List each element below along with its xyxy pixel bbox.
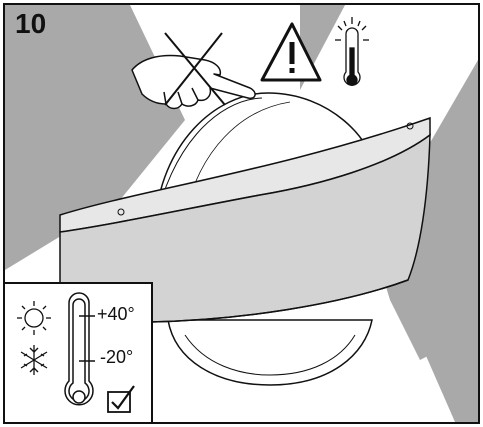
screw-left	[117, 208, 125, 216]
max-temperature-label: +40°	[97, 304, 135, 324]
thermometer-icon	[64, 292, 95, 406]
min-temperature-label: -20°	[100, 347, 134, 367]
snowflake-icon	[20, 345, 48, 375]
sun-icon	[17, 301, 51, 335]
lower-dome-rim	[184, 334, 356, 376]
step-number: 10	[15, 8, 47, 39]
hot-thermometer-icon	[335, 17, 369, 86]
checkbox-checked-icon	[107, 385, 135, 413]
crossed-hand-icon	[131, 32, 256, 110]
lower-dome	[167, 319, 373, 386]
shadow-wedge-bottom-right	[395, 250, 478, 422]
warning-triangle-icon	[260, 22, 322, 82]
screw-right	[406, 122, 414, 130]
